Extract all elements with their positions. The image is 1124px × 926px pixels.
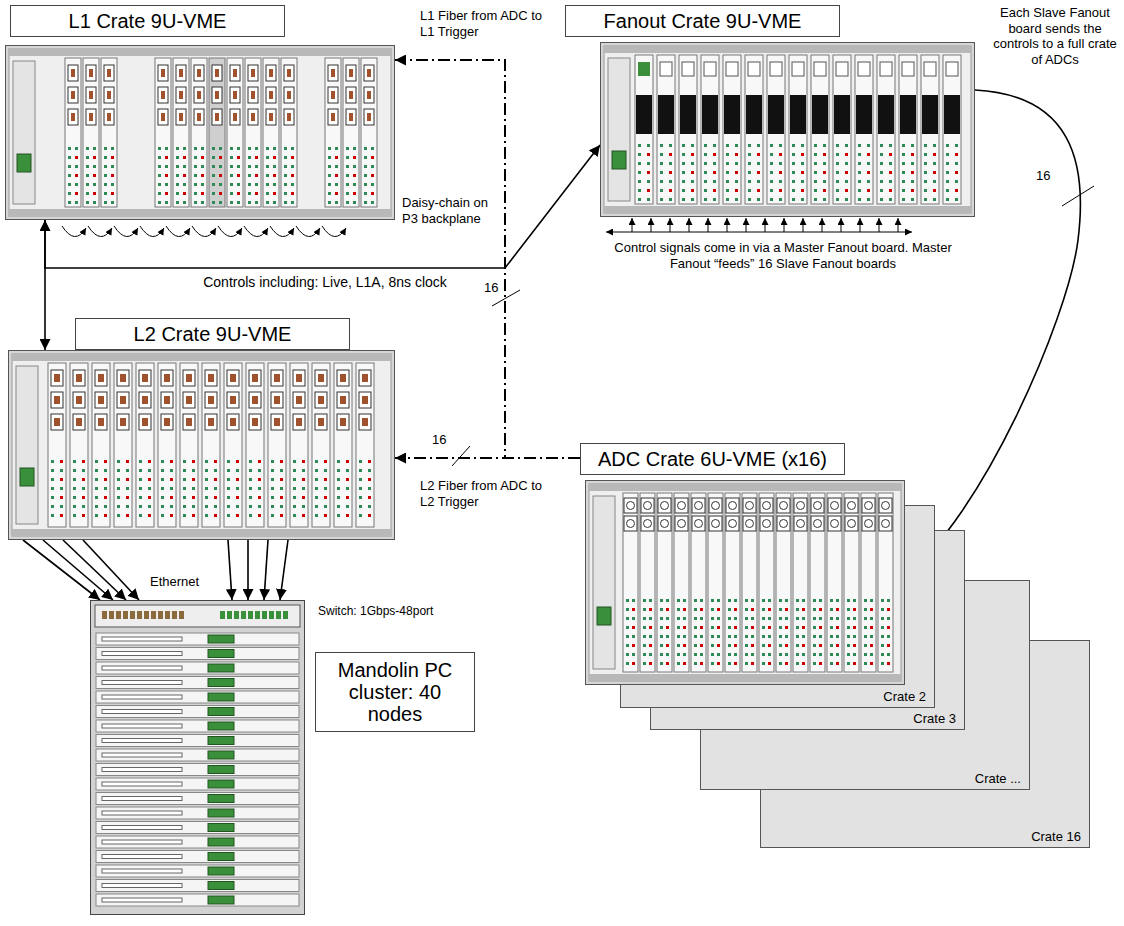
title-text: L1 Crate 9U-VME xyxy=(69,10,227,32)
connector xyxy=(395,60,580,458)
connector-line xyxy=(395,457,580,459)
crate-body xyxy=(8,350,395,540)
vme-crate: Fanout Crate 9U-VME xyxy=(565,5,980,217)
note-text: Control signals come in via a Master Fan… xyxy=(598,240,968,271)
note-text: Switch: 1Gbps-48port xyxy=(318,604,468,618)
crate-body xyxy=(90,600,305,915)
connector-label: L1 Fiber from ADC to L1 Trigger xyxy=(420,8,545,39)
title-text: Mandolin PC cluster: 40 nodes xyxy=(324,659,466,725)
control-input-arrows xyxy=(606,218,912,232)
crate-illustration xyxy=(600,42,975,217)
title-box: Fanout Crate 9U-VME xyxy=(565,5,840,37)
crate-label: Crate ... xyxy=(975,771,1021,786)
connector-line xyxy=(280,540,288,600)
connector-line xyxy=(43,540,113,600)
bus-width-slash xyxy=(452,446,470,466)
crate-illustration xyxy=(5,45,395,220)
connector-label: 16 xyxy=(1036,168,1058,184)
connector-label: Ethernet xyxy=(150,574,210,590)
note-text: Each Slave Fanout board sends the contro… xyxy=(990,5,1120,67)
vme-crate: ADC Crate 6U-VME (x16) xyxy=(580,443,905,685)
connector-label: L2 Fiber from ADC to L2 Trigger xyxy=(420,478,550,509)
title-box: L2 Crate 9U-VME xyxy=(75,318,350,350)
note-text: Daisy-chain on P3 backplane xyxy=(402,195,500,226)
connector xyxy=(23,540,288,600)
crate-label: Crate 2 xyxy=(883,689,926,704)
connector-line xyxy=(83,540,139,600)
rack-illustration xyxy=(90,600,305,915)
crate-body xyxy=(600,42,975,217)
daisy-chain-arcs xyxy=(62,226,346,237)
title-box: Mandolin PC cluster: 40 nodes xyxy=(315,652,475,732)
connector-line xyxy=(23,540,100,600)
crate-body xyxy=(585,480,905,685)
vme-crate: L2 Crate 9U-VME xyxy=(8,318,395,540)
title-box: ADC Crate 6U-VME (x16) xyxy=(580,443,845,475)
title-text: ADC Crate 6U-VME (x16) xyxy=(598,448,827,470)
connector xyxy=(45,220,46,350)
title-text: Fanout Crate 9U-VME xyxy=(604,10,802,32)
connector-line xyxy=(63,540,126,600)
connector-line xyxy=(44,220,46,350)
crate-body xyxy=(5,45,395,220)
connector-line xyxy=(264,540,268,600)
connector-label: Controls including: Live, L1A, 8ns clock xyxy=(170,274,480,291)
connector xyxy=(395,458,580,459)
title-text: L2 Crate 9U-VME xyxy=(134,323,292,345)
bus-width-slash xyxy=(1062,186,1094,206)
crate-illustration xyxy=(8,350,395,540)
bus-width: 16 xyxy=(432,432,452,448)
crate-illustration xyxy=(585,480,905,685)
connector-line xyxy=(228,540,232,600)
title-box: L1 Crate 9U-VME xyxy=(10,5,285,37)
connector-line xyxy=(395,60,580,458)
bus-width: 16 xyxy=(484,280,504,296)
pc-cluster: Mandolin PC cluster: 40 nodes xyxy=(90,600,480,915)
connector-line xyxy=(247,540,249,600)
crate-label: Crate 16 xyxy=(1031,829,1081,844)
crate-label: Crate 3 xyxy=(913,711,956,726)
vme-crate: L1 Crate 9U-VME xyxy=(5,5,395,220)
